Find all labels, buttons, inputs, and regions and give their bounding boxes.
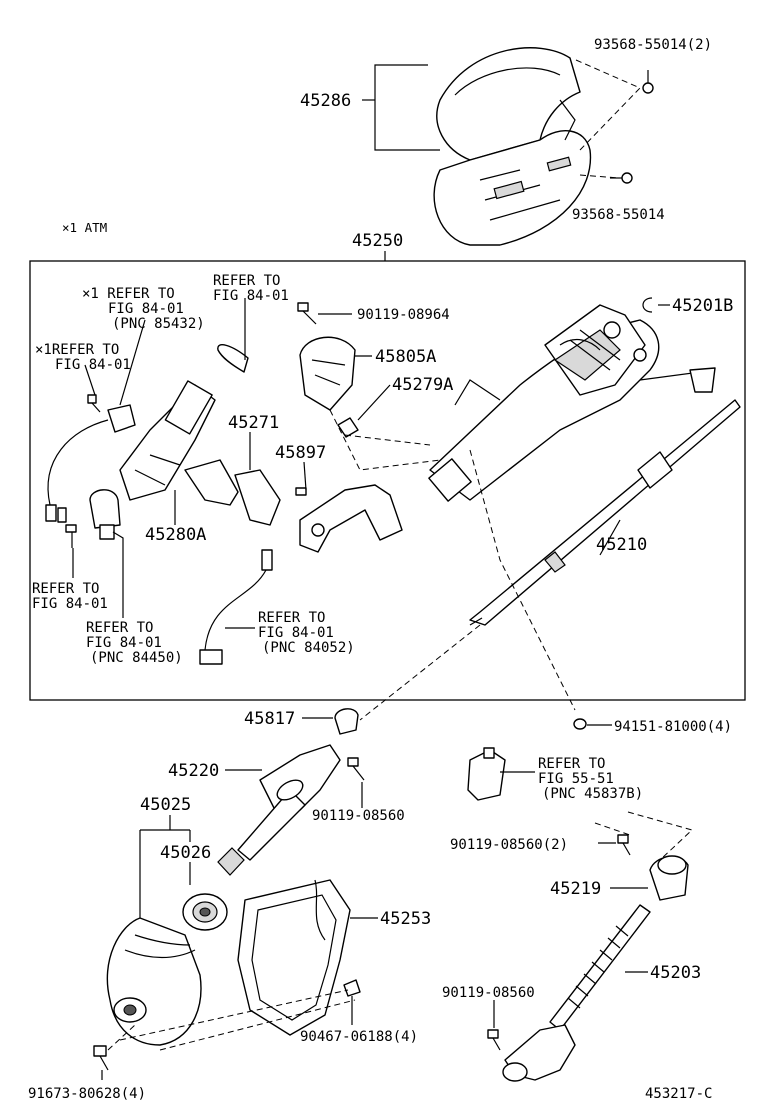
ref-pnc-85432-line1: ×1 REFER TO (82, 286, 175, 302)
part-label-45897: 45897 (275, 443, 326, 463)
ref-pnc-85432-line2: FIG 84-01 (108, 301, 184, 317)
ref-left-line1: REFER TO (32, 581, 99, 597)
part-label-45286: 45286 (300, 91, 351, 111)
part-label-90467-06188-4: 90467-06188(4) (300, 1029, 418, 1045)
bolt-90119-08560-b-illustration (487, 1029, 501, 1051)
clip-90467-06188-illustration (343, 979, 361, 997)
ref-left-line2: FIG 84-01 (32, 596, 108, 612)
wire-clamp-illustration (217, 344, 249, 373)
part-label-45026: 45026 (160, 843, 211, 863)
main-shaft-45210-illustration (469, 399, 741, 626)
part-label-93568-55014: 93568-55014 (572, 207, 665, 223)
cover-screw-illustration (610, 172, 633, 184)
part-label-45279A: 45279A (392, 375, 453, 395)
shift-lock-cable-illustration (299, 484, 403, 553)
bracket-55-51-illustration (467, 747, 506, 801)
part-label-90119-08560-2: 90119-08560(2) (450, 837, 568, 853)
part-label-94151-81000-4: 94151-81000(4) (614, 719, 732, 735)
boot-shaft-45203-illustration (502, 904, 651, 1082)
bushing-45817-illustration (334, 708, 359, 735)
ref-x1-line2: FIG 84-01 (55, 357, 131, 373)
cover-screw-2-illustration (642, 70, 654, 94)
sensor-wire-illustration (199, 549, 273, 665)
key-switch-wiring-illustration (45, 319, 146, 523)
part-label-90119-08560-a: 90119-08560 (312, 808, 405, 824)
part-label-45817: 45817 (244, 709, 295, 729)
ref-pnc-85432-line3: (PNC 85432) (112, 316, 205, 332)
ref-pnc-84052-line1: REFER TO (258, 610, 325, 626)
column-hole-cover-45025-illustration (106, 917, 202, 1046)
ref-top-line1: REFER TO (213, 273, 280, 289)
ref-pnc-84052-line3: (PNC 84052) (262, 640, 355, 656)
atm-note: ×1 ATM (62, 220, 107, 235)
ref-pnc-84450-line2: FIG 84-01 (86, 635, 162, 651)
steering-column-assembly-illustration (428, 304, 716, 502)
hole-cover-plate-45253-illustration (237, 879, 351, 1036)
part-label-45025: 45025 (140, 795, 191, 815)
part-label-45805A: 45805A (375, 347, 436, 367)
bolt-90119-08560-illustration (347, 757, 365, 781)
column-cover-illustration (433, 47, 592, 246)
part-label-45220: 45220 (168, 761, 219, 781)
ignition-switch-45280A-illustration (119, 380, 239, 506)
bolt-90119-08560-2-illustration (617, 834, 631, 856)
assembly-45250-box (29, 260, 746, 701)
ref-pnc-84450-line1: REFER TO (86, 620, 153, 636)
ref-pnc-84450-line3: (PNC 84450) (90, 650, 183, 666)
ref-top-line2: FIG 84-01 (213, 288, 289, 304)
part-label-90119-08964: 90119-08964 (357, 307, 450, 323)
diagram-code: 453217-C (645, 1086, 712, 1102)
part-label-45203: 45203 (650, 963, 701, 983)
bracket-45805A-illustration (299, 336, 356, 411)
ref-x1-line1: ×1REFER TO (35, 342, 119, 358)
left-screw-illustration (65, 524, 77, 548)
nut-94151-81000-illustration (573, 718, 587, 730)
ring-45201B-illustration (642, 297, 653, 313)
yoke-45219-illustration (649, 855, 689, 901)
part-label-91673-80628-4: 91673-80628(4) (28, 1086, 146, 1102)
part-label-45271: 45271 (228, 413, 279, 433)
ref-pnc-45837b-line2: FIG 55-51 (538, 771, 614, 787)
bolt-91673-80628-illustration (93, 1045, 109, 1071)
lever-45271-illustration (234, 469, 281, 526)
part-label-45250: 45250 (352, 231, 403, 251)
part-label-45280A: 45280A (145, 525, 206, 545)
ref-pnc-84052-line2: FIG 84-01 (258, 625, 334, 641)
intermediate-shaft-45220-illustration (217, 744, 341, 876)
part-label-45219: 45219 (550, 879, 601, 899)
ref-pnc-45837b-line1: REFER TO (538, 756, 605, 772)
ref-pnc-45837b-line3: (PNC 45837B) (542, 786, 643, 802)
part-label-45201B: 45201B (672, 296, 733, 316)
part-label-90119-08560-b: 90119-08560 (442, 985, 535, 1001)
pin-45897-illustration (295, 487, 307, 496)
clamp-illustration (89, 489, 121, 540)
block-45279A-illustration (337, 417, 359, 438)
bolt-90119-08964-illustration (297, 302, 317, 325)
part-label-93568-55014-2: 93568-55014(2) (594, 37, 712, 53)
grommet-45026-illustration (182, 893, 228, 931)
small-bolt-illustration (87, 394, 101, 413)
part-label-45210: 45210 (596, 535, 647, 555)
part-label-45253: 45253 (380, 909, 431, 929)
